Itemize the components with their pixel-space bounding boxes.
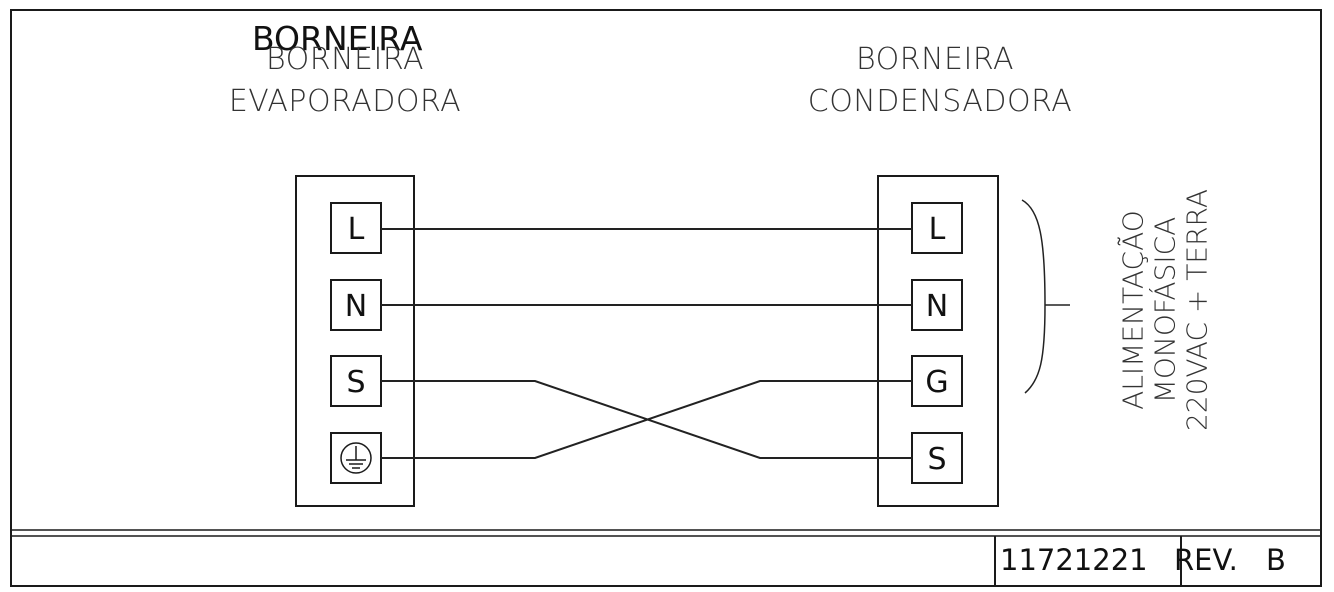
condensadora-title-line1: BORNEIRA [856,42,1014,77]
left-terminal-N-label: N [345,289,367,324]
right-terminal-N-label: N [926,289,948,324]
left-terminal-L-label: L [348,212,365,247]
left-terminal-L-box [330,202,382,254]
evaporadora-title-line2: EVAPORADORA [228,84,462,119]
supply-label-line2: MONOFÁSICA [1148,216,1182,404]
right-terminal-G-label: G [925,365,948,400]
right-terminal-L-label: L [929,212,946,247]
evaporadora-terminal-block [295,175,415,507]
wire-ground-cross [381,380,912,459]
supply-brace [1021,199,1046,394]
condensadora-title-line2: CONDENSADORA [807,84,1073,119]
left-terminal-N-box [330,279,382,331]
revision-value: B [1266,543,1286,577]
drawing-frame [10,9,1322,587]
evaporadora-title-line1: BORNEIRA [266,42,424,77]
right-terminal-N-box [911,279,963,331]
left-terminal-S-box [330,355,382,407]
supply-label: ALIMENTAÇÃO MONOFÁSICA 220VAC + TERRA [1106,175,1226,445]
supply-label-line1: ALIMENTAÇÃO [1116,210,1150,410]
right-terminal-S-label: S [927,442,946,477]
drawing-code: 11721221 [1000,543,1148,577]
revision-label: REV. [1174,543,1238,577]
supply-label-line3: 220VAC + TERRA [1181,188,1215,432]
ground-symbol-icon [340,442,372,474]
left-terminal-S-label: S [346,365,365,400]
condensadora-terminal-block [877,175,999,507]
title-overlay: BORNEIRA [252,19,423,58]
right-terminal-L-box [911,202,963,254]
